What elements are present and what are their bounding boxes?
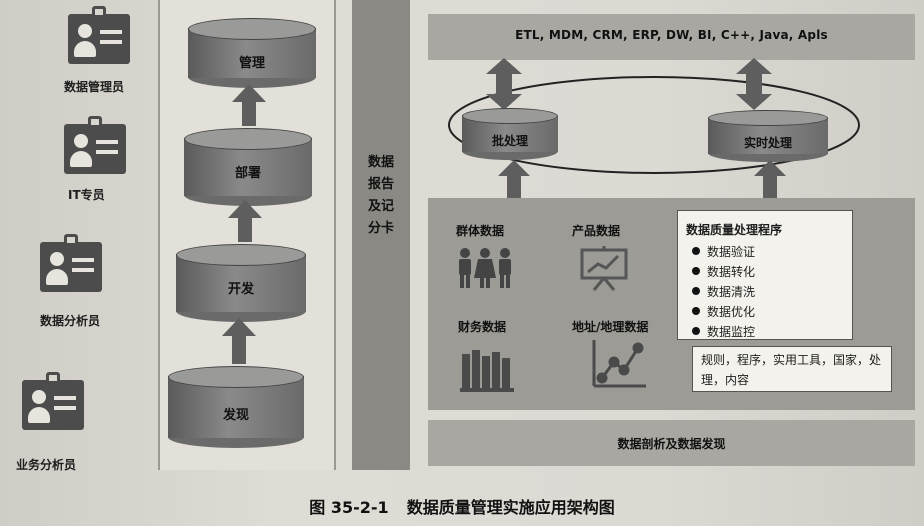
role-business-analyst: 业务分析员 [0,366,150,476]
quality-title: 数据质量处理程序 [686,223,783,237]
realtime-processing: 实时处理 [708,110,828,162]
role-label: 数据分析员 [40,314,101,328]
role-label: 数据管理员 [64,80,125,94]
source-finance-label: 财务数据 [458,320,507,334]
profiling-band: 数据剖析及数据发现 [428,420,915,466]
double-arrow-icon [486,58,522,110]
realtime-label: 实时处理 [743,136,792,150]
stage-label: 发现 [222,408,249,423]
role-label: IT专员 [68,188,105,202]
stage-discover: 发现 [168,366,304,448]
profiling-band-label: 数据剖析及数据发现 [617,437,726,451]
stage-deploy: 部署 [184,128,312,206]
stage-label: 管理 [238,56,265,71]
quality-item: 数据优化 [692,303,755,320]
rules-box: 规则，程序，实用工具，国家，处理，内容 [692,346,892,392]
tools-band: ETL, MDM, CRM, ERP, DW, BI, C++, Java, A… [428,14,915,60]
up-arrow-icon [228,200,262,242]
scorecard-band: 数据报告及记分卡 [352,0,410,470]
stage-develop: 开发 [176,244,306,322]
up-arrow-icon [498,160,530,200]
role-data-analyst: 数据分析员 [0,228,150,328]
bullet-icon [692,307,700,315]
quality-item: 数据清洗 [692,283,755,300]
source-geo-label: 地址/地理数据 [572,320,649,334]
up-arrow-icon [754,160,786,200]
line-chart-icon [592,340,646,388]
stage-manage: 管理 [188,18,316,88]
batch-processing: 批处理 [462,108,558,160]
id-badge-icon [22,372,84,430]
source-group-label: 群体数据 [456,224,505,238]
source-product-label: 产品数据 [572,224,621,238]
books-icon [460,350,514,392]
id-badge-icon [40,234,102,292]
presentation-board-icon [580,246,628,291]
role-data-manager: 数据管理员 [0,0,150,100]
double-arrow-icon [736,58,772,110]
figure-caption: 图 35-2-1 数据质量管理实施应用架构图 [0,494,924,518]
processing-ring [448,76,860,174]
id-badge-icon [68,6,130,64]
quality-program-box: 数据质量处理程序 数据验证 数据转化 数据清洗 数据优化 数据监控 [677,210,853,340]
quality-item: 数据转化 [692,263,755,280]
role-label: 业务分析员 [16,458,77,472]
scorecard-label: 数据报告及记分卡 [367,155,394,236]
figure-number: 图 35-2-1 [309,498,389,517]
bullet-icon [692,247,700,255]
tools-band-label: ETL, MDM, CRM, ERP, DW, BI, C++, Java, A… [515,28,828,42]
quality-item: 数据监控 [692,323,755,340]
figure-title: 数据质量管理实施应用架构图 [406,498,615,517]
bullet-icon [692,287,700,295]
up-arrow-icon [232,84,266,126]
batch-label: 批处理 [491,134,528,148]
bullet-icon [692,327,700,335]
up-arrow-icon [222,318,256,364]
id-badge-icon [64,116,126,174]
stage-label: 开发 [227,282,254,297]
quality-item: 数据验证 [692,243,755,260]
people-icon [459,248,511,288]
bullet-icon [692,267,700,275]
role-it-specialist: IT专员 [0,110,150,210]
stage-label: 部署 [234,166,261,181]
